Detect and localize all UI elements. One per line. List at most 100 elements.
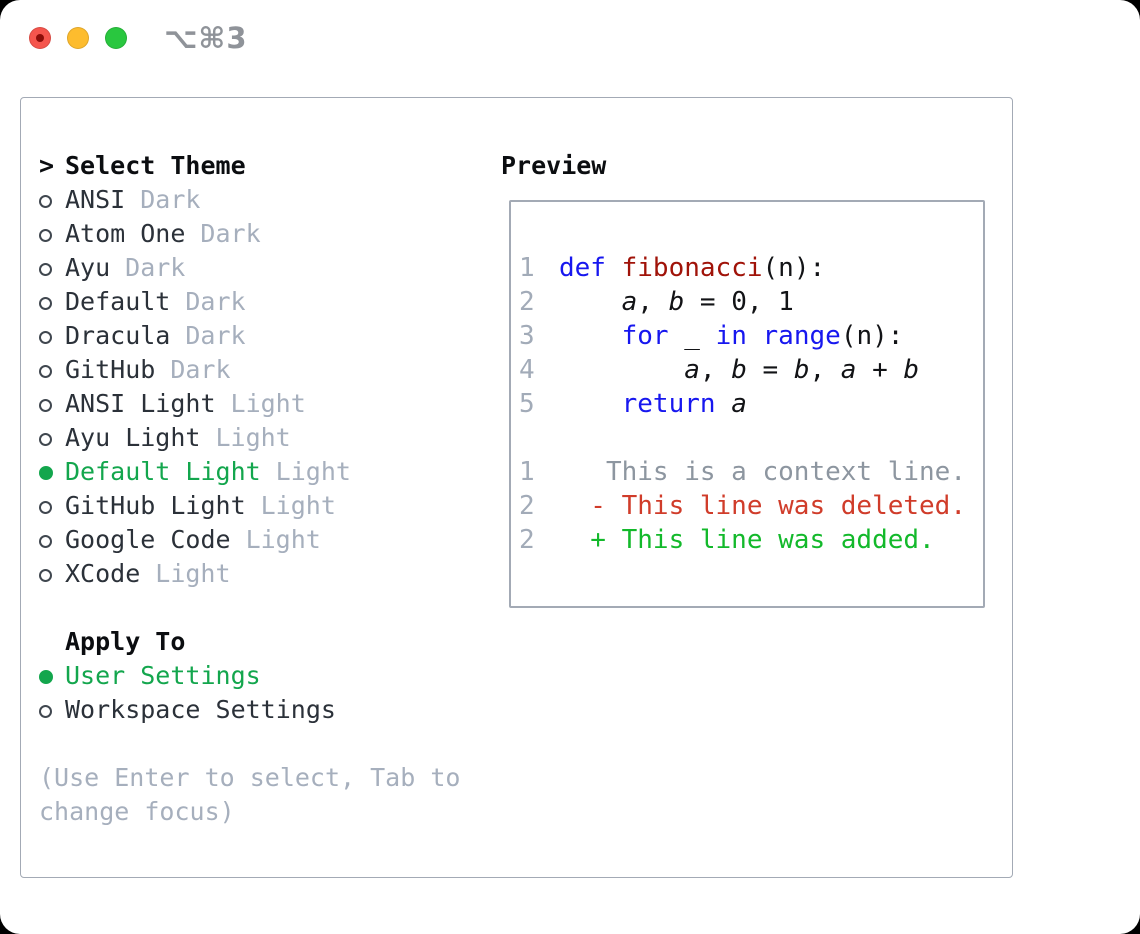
preview-line-5: 5 return a (519, 387, 983, 421)
code-segment: , (637, 287, 669, 317)
code-segment: b (793, 355, 810, 385)
radio-unselected-icon (39, 499, 65, 514)
theme-name: GitHub Light (65, 491, 246, 520)
radio-unselected-icon (39, 363, 65, 378)
code-segment: a (731, 389, 747, 419)
theme-name: Atom One (65, 219, 186, 248)
selection-chevron-icon: > (39, 151, 55, 180)
code-segment (716, 389, 732, 419)
theme-variant-tag: Light (230, 389, 306, 418)
line-content: + This line was added. (559, 525, 934, 555)
line-content: a, b = b, a + b (559, 355, 919, 385)
minimize-button[interactable] (67, 27, 89, 49)
line-number: 3 (519, 321, 535, 351)
line-content: def fibonacci(n): (559, 253, 825, 283)
apply-to-header: Apply To (39, 625, 489, 659)
code-segment: This is a context line. (559, 457, 966, 487)
radio-unselected-icon (39, 533, 65, 548)
radio-selected-icon (39, 464, 65, 480)
radio-unselected-icon (39, 193, 65, 208)
preview-title: Preview (501, 151, 607, 180)
titlebar: ⌥⌘3 (0, 0, 1140, 76)
code-segment: for (621, 321, 669, 351)
code-segment (559, 321, 622, 351)
code-segment: in (715, 321, 747, 351)
code-segment: a (621, 287, 638, 317)
theme-variant-tag: Dark (170, 355, 231, 384)
code-segment: b (731, 355, 747, 385)
line-content: This is a context line. (559, 457, 966, 487)
line-content: for _ in range(n): (559, 321, 904, 351)
theme-item-dracula[interactable]: Dracula Dark (39, 319, 489, 353)
apply-target-name: User Settings (65, 661, 261, 690)
zoom-button[interactable] (105, 27, 127, 49)
line-content: a, b = 0, 1 (559, 287, 794, 317)
code-segment (559, 389, 622, 419)
apply-item-user-settings[interactable]: User Settings (39, 659, 489, 693)
theme-item-ayu[interactable]: Ayu Dark (39, 251, 489, 285)
line-content: return a (559, 389, 747, 419)
theme-name: Ayu (65, 253, 111, 282)
code-segment: a (684, 355, 700, 385)
code-segment: def (559, 253, 622, 283)
theme-variant-tag: Dark (185, 321, 246, 350)
theme-item-atom-one[interactable]: Atom One Dark (39, 217, 489, 251)
code-segment: , (699, 355, 732, 385)
theme-item-ansi[interactable]: ANSI Dark (39, 183, 489, 217)
theme-variant-tag: Dark (125, 253, 186, 282)
line-number: 2 (519, 491, 535, 521)
code-segment: = (746, 355, 794, 385)
help-line-1: (Use Enter to select, Tab to (39, 763, 461, 792)
code-segment: , (809, 355, 841, 385)
radio-unselected-icon (39, 431, 65, 446)
theme-name: Ayu Light (65, 423, 201, 452)
line-number: 2 (519, 525, 535, 555)
code-segment: - This line was deleted. (559, 491, 966, 521)
theme-item-xcode[interactable]: XCode Light (39, 557, 489, 591)
code-segment: b (668, 287, 685, 317)
preview-section: Preview (501, 149, 606, 183)
theme-variant-tag: Dark (200, 219, 261, 248)
radio-unselected-icon (39, 567, 65, 582)
radio-unselected-icon (39, 329, 65, 344)
code-segment: + (856, 355, 904, 385)
theme-name: Default Light (65, 457, 261, 486)
code-segment: a (840, 355, 857, 385)
code-segment: fibonacci (621, 253, 763, 283)
help-line-2: change focus) (39, 797, 235, 826)
preview-line-7: 1 This is a context line. (519, 455, 983, 489)
code-segment: (n): (762, 253, 826, 283)
preview-line-4: 4 a, b = b, a + b (519, 353, 983, 387)
help-text: (Use Enter to select, Tab to change focu… (39, 761, 489, 829)
theme-name: XCode (65, 559, 141, 588)
theme-name: Dracula (65, 321, 171, 350)
theme-variant-tag: Light (155, 559, 231, 588)
theme-name: ANSI (65, 185, 126, 214)
radio-unselected-icon (39, 261, 65, 276)
apply-item-workspace-settings[interactable]: Workspace Settings (39, 693, 489, 727)
window-title: ⌥⌘3 (164, 21, 248, 55)
line-number: 5 (519, 389, 535, 419)
theme-list-title: Select Theme (65, 151, 246, 180)
line-number: 2 (519, 287, 535, 317)
radio-unselected-icon (39, 397, 65, 412)
radio-unselected-icon (39, 227, 65, 242)
code-segment: return (621, 389, 716, 419)
theme-variant-tag: Dark (140, 185, 201, 214)
apply-to-title: Apply To (65, 627, 186, 656)
close-button[interactable] (29, 27, 51, 49)
